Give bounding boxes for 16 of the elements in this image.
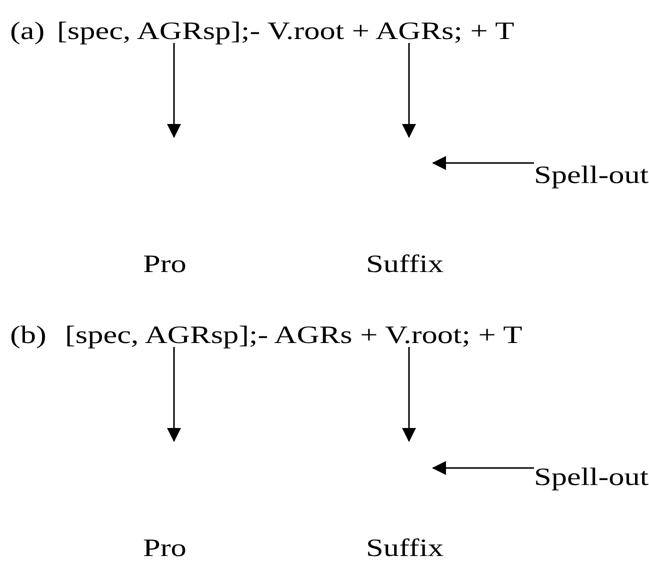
output-label: Pro [143,538,186,560]
expression-text: [spec, AGRsp];- V.root + AGRs; + T [57,21,514,43]
output-label: Suffix [366,254,444,276]
spell-out-text: Spell-out [534,463,649,489]
panel-label: (a) [10,21,45,43]
arrow [167,347,181,442]
arrow [167,43,181,138]
spell-out-text: Spell-out [534,161,649,187]
output-label: Pro [143,254,186,276]
arrow [432,156,534,170]
output-label: Suffix [366,538,444,560]
arrow [402,43,416,138]
panel-label: (b) [10,325,46,347]
arrow [432,461,534,475]
arrow [402,347,416,442]
expression-text: [spec, AGRsp];- AGRs + V.root; + T [65,325,522,347]
